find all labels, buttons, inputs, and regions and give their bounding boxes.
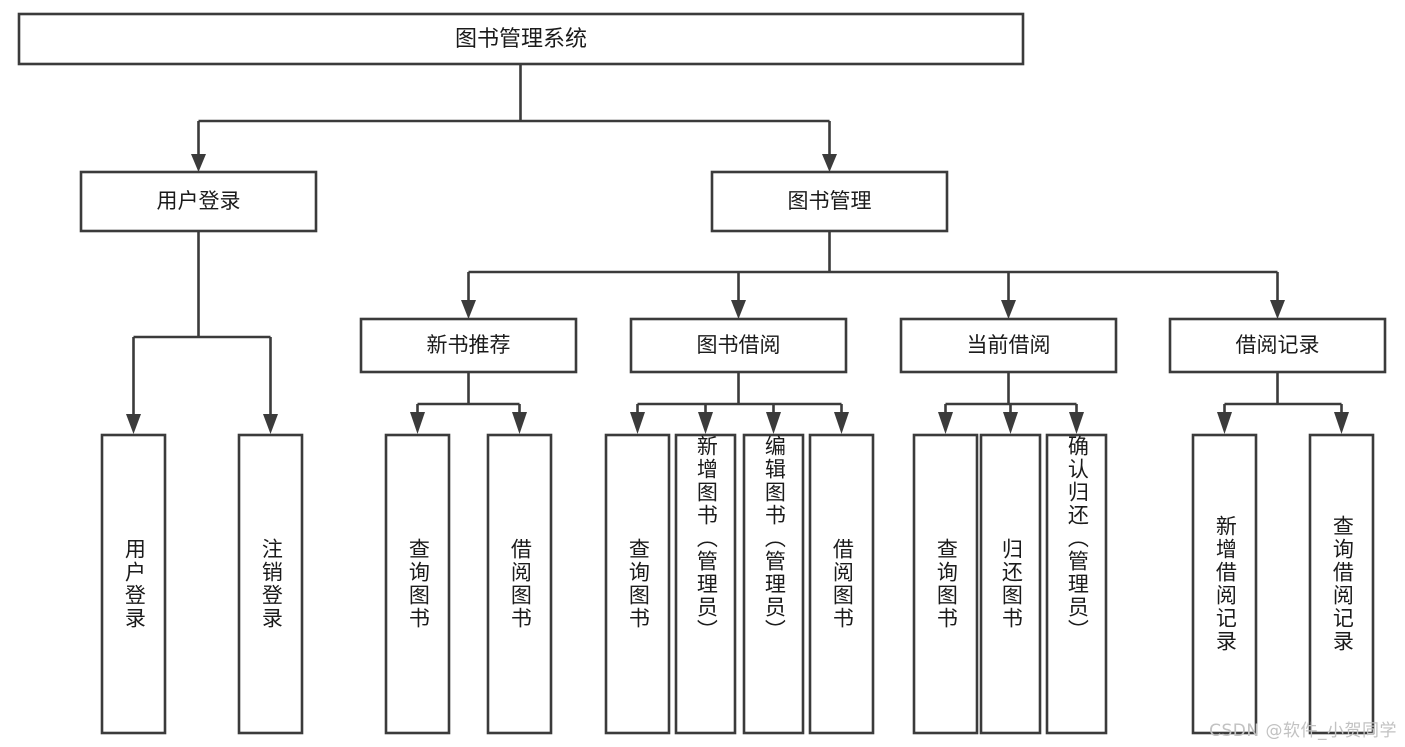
arrow-head-leaf-newbook-query <box>410 412 425 434</box>
connector-layer <box>126 64 1349 434</box>
node-leaf-cb-query-book[interactable] <box>912 433 979 735</box>
node-leaf-user-login[interactable] <box>100 433 167 735</box>
arrow-head-leaf-logout <box>263 414 278 434</box>
arrow-head-book-borrow <box>731 300 746 319</box>
node-leaf-cb-confirm-return-admin[interactable] <box>1045 433 1108 735</box>
node-leaf-br-add-record[interactable] <box>1191 433 1258 735</box>
arrow-head-leaf-newbook-borrow <box>512 412 527 434</box>
arrow-head-book-manage <box>822 154 837 172</box>
node-leaf-bb-edit-book-admin[interactable] <box>742 433 805 735</box>
node-leaf-newbook-query-book[interactable] <box>384 433 451 735</box>
arrow-head-leaf-cb-confirm <box>1069 412 1084 434</box>
node-leaf-br-query-record[interactable] <box>1308 433 1375 735</box>
node-new-book-recommend[interactable] <box>359 317 578 374</box>
node-borrow-record[interactable] <box>1168 317 1387 374</box>
node-leaf-newbook-borrow-book[interactable] <box>486 433 553 735</box>
watermark-text: CSDN @软件_小贺同学 <box>1209 721 1397 741</box>
arrow-head-leaf-br-add <box>1217 412 1232 434</box>
node-book-management-label: 图书管理 <box>788 189 872 213</box>
node-root-book-management-system[interactable] <box>17 12 1025 66</box>
arrow-head-leaf-br-query <box>1334 412 1349 434</box>
node-user-login-label: 用户登录 <box>157 189 241 213</box>
arrow-head-leaf-cb-return <box>1003 412 1018 434</box>
node-current-borrow[interactable] <box>899 317 1118 374</box>
arrow-head-new-book-recommend <box>461 300 476 319</box>
node-user-login[interactable] <box>79 170 318 233</box>
node-new-book-recommend-label: 新书推荐 <box>427 333 511 357</box>
node-borrow-record-label: 借阅记录 <box>1236 333 1320 357</box>
node-book-management[interactable] <box>710 170 949 233</box>
node-leaf-bb-borrow-book[interactable] <box>808 433 875 735</box>
arrow-head-leaf-bb-edit <box>766 412 781 434</box>
node-leaf-bb-add-book-admin[interactable] <box>674 433 737 735</box>
node-current-borrow-label: 当前借阅 <box>967 333 1051 357</box>
arrow-head-leaf-bb-add <box>698 412 713 434</box>
node-book-borrow[interactable] <box>629 317 848 374</box>
arrow-head-leaf-cb-query <box>938 412 953 434</box>
node-leaf-logout[interactable] <box>237 433 304 735</box>
node-leaf-cb-return-book[interactable] <box>979 433 1042 735</box>
node-root-label: 图书管理系统 <box>455 27 587 52</box>
arrow-head-leaf-user-login <box>126 414 141 434</box>
arrow-head-current-borrow <box>1001 300 1016 319</box>
node-leaf-bb-query-book[interactable] <box>604 433 671 735</box>
node-book-borrow-label: 图书借阅 <box>697 333 781 357</box>
arrow-head-leaf-bb-borrow <box>834 412 849 434</box>
arrow-head-leaf-bb-query <box>630 412 645 434</box>
node-layer: 图书管理系统 用户登录 图书管理 新书推荐 图书借阅 当前借阅 借阅记录 <box>17 12 1387 735</box>
arrow-head-borrow-record <box>1270 300 1285 319</box>
arrow-head-user-login <box>191 154 206 172</box>
